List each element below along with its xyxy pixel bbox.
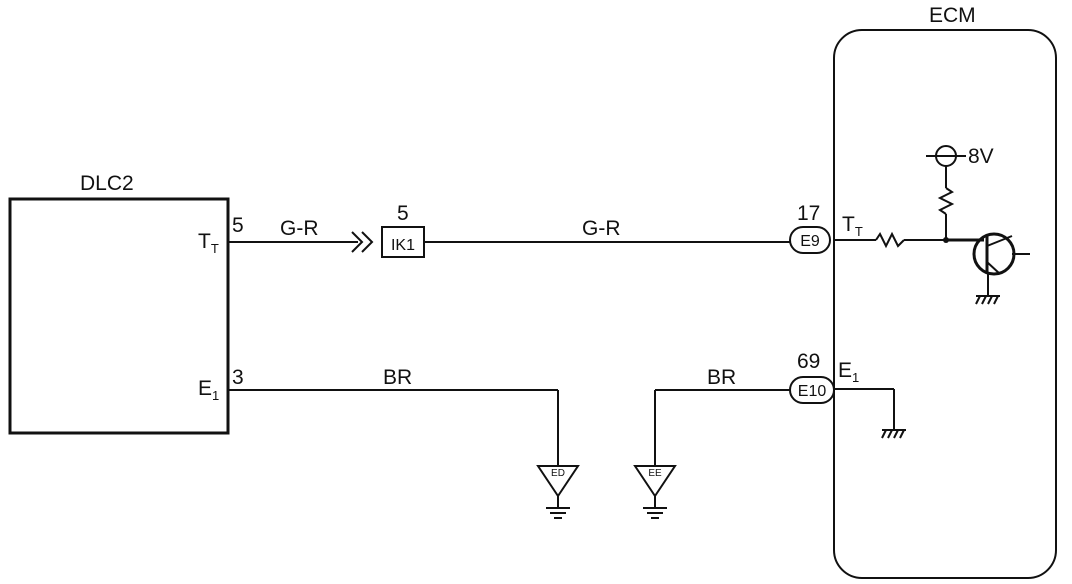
connector-chevron-1 [351, 231, 364, 253]
dlc2-tt-label: TT [198, 230, 219, 256]
e9-connector [789, 226, 831, 254]
ik1-label: IK1 [391, 237, 415, 254]
wire-gr-right-label: G-R [582, 217, 621, 240]
dlc2-title: DLC2 [80, 172, 134, 195]
ecm-tt-label: TT [842, 213, 863, 239]
dlc2-tt-pin: 5 [232, 214, 244, 237]
transistor-emitter [986, 261, 1001, 275]
wire-br-right-label: BR [707, 366, 736, 389]
ground-point-ed-icon [536, 465, 580, 498]
transistor-collector [986, 235, 1013, 247]
wire-gr-left-label: G-R [280, 217, 319, 240]
ik1-pin: 5 [397, 202, 409, 225]
e9-label: E9 [800, 233, 820, 250]
resistor-vertical [937, 187, 955, 215]
ecm-box [833, 29, 1057, 579]
ground-ee-label: EE [648, 468, 662, 479]
ecm-e1-label: E1 [838, 359, 859, 385]
dlc2-e1-label: E1 [198, 377, 219, 403]
ecm-title: ECM [929, 4, 976, 27]
transistor-ground-icon [975, 295, 999, 305]
ground-ed-label: ED [551, 468, 565, 479]
connector-chevron-2 [361, 231, 374, 253]
dlc2-e1-pin: 3 [232, 366, 244, 389]
resistor-horizontal [875, 231, 905, 249]
ground-point-ee-icon [633, 465, 677, 498]
ecm-e1-ground-icon [881, 429, 905, 439]
e9-pin: 17 [797, 202, 820, 225]
voltage-label: 8V [968, 145, 994, 168]
e10-label: E10 [798, 383, 827, 400]
e10-pin: 69 [797, 350, 820, 373]
wire-br-left-label: BR [383, 366, 412, 389]
dlc2-box [8, 197, 230, 435]
